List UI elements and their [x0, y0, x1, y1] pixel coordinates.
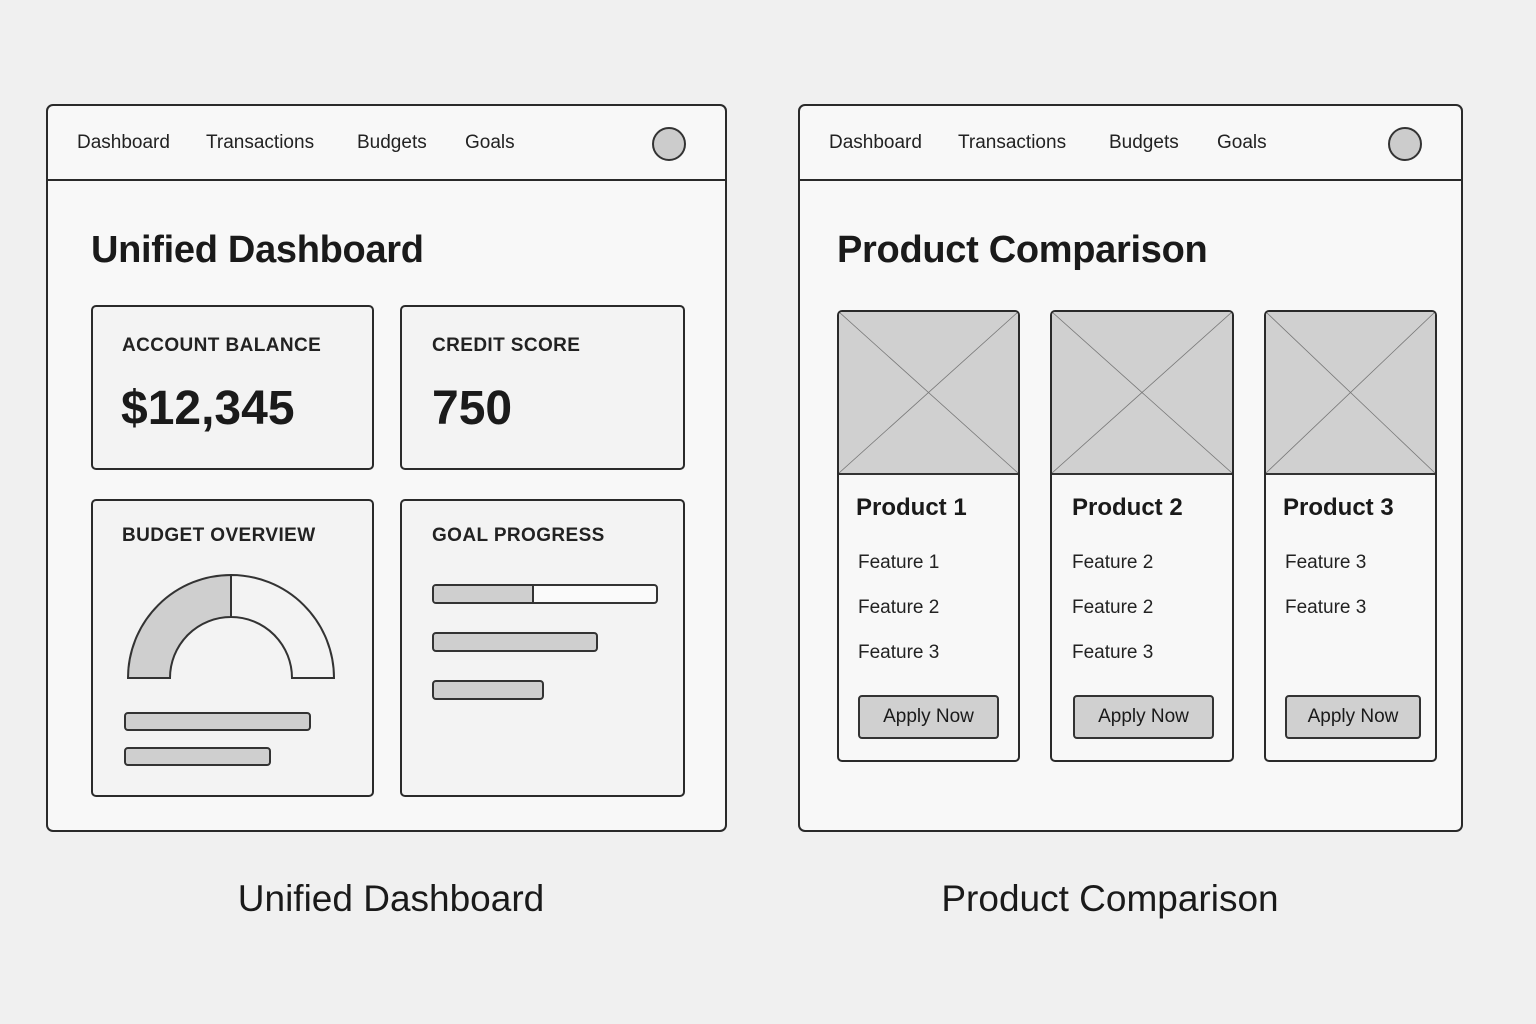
feature-item: Feature 3	[1285, 597, 1367, 618]
credit-score-value: 750	[432, 382, 513, 435]
top-nav: Dashboard Transactions Budgets Goals	[800, 106, 1461, 181]
apply-now-button[interactable]: Apply Now	[1073, 695, 1214, 739]
goal-progress-label: GOAL PROGRESS	[432, 525, 605, 546]
product-name: Product 2	[1072, 494, 1183, 521]
feature-item: Feature 3	[1285, 552, 1367, 573]
page-title: Product Comparison	[837, 229, 1208, 271]
page-title: Unified Dashboard	[91, 229, 424, 271]
goal-progress-bar-2	[432, 632, 598, 652]
goal-progress-fill	[434, 586, 534, 602]
product-card: Product 3 Feature 3 Feature 3 Apply Now	[1264, 310, 1437, 762]
image-placeholder-icon	[839, 312, 1018, 475]
goal-progress-bar-1	[432, 584, 658, 604]
comparison-caption: Product Comparison	[941, 878, 1279, 919]
apply-now-button[interactable]: Apply Now	[1285, 695, 1421, 739]
feature-item: Feature 3	[1072, 642, 1154, 663]
product-name: Product 3	[1283, 494, 1394, 521]
budget-bar-2	[124, 747, 271, 766]
credit-score-label: CREDIT SCORE	[432, 335, 581, 356]
feature-item: Feature 3	[858, 642, 940, 663]
account-balance-card: ACCOUNT BALANCE $12,345	[91, 305, 374, 470]
nav-transactions[interactable]: Transactions	[206, 132, 315, 153]
nav-budgets[interactable]: Budgets	[357, 132, 427, 153]
budget-overview-card: BUDGET OVERVIEW	[91, 499, 374, 797]
account-balance-label: ACCOUNT BALANCE	[122, 335, 322, 356]
half-donut-gauge-icon	[126, 573, 336, 679]
apply-now-button[interactable]: Apply Now	[858, 695, 999, 739]
nav-dashboard[interactable]: Dashboard	[829, 132, 922, 153]
comparison-window: Dashboard Transactions Budgets Goals Pro…	[798, 104, 1463, 832]
feature-item: Feature 1	[858, 552, 940, 573]
feature-item: Feature 2	[1072, 552, 1154, 573]
feature-item: Feature 2	[858, 597, 940, 618]
top-nav: Dashboard Transactions Budgets Goals	[48, 106, 725, 181]
product-card: Product 2 Feature 2 Feature 2 Feature 3 …	[1050, 310, 1234, 762]
credit-score-card: CREDIT SCORE 750	[400, 305, 685, 470]
dashboard-window: Dashboard Transactions Budgets Goals Uni…	[46, 104, 727, 832]
product-name: Product 1	[856, 494, 967, 521]
feature-item: Feature 2	[1072, 597, 1154, 618]
nav-goals[interactable]: Goals	[1217, 132, 1267, 153]
nav-goals[interactable]: Goals	[465, 132, 515, 153]
nav-dashboard[interactable]: Dashboard	[77, 132, 170, 153]
dashboard-caption: Unified Dashboard	[237, 878, 545, 919]
account-balance-value: $12,345	[121, 382, 295, 435]
image-placeholder-icon	[1052, 312, 1232, 475]
goal-progress-bar-3	[432, 680, 544, 700]
image-placeholder-icon	[1266, 312, 1435, 475]
product-card: Product 1 Feature 1 Feature 2 Feature 3 …	[837, 310, 1020, 762]
goal-progress-card: GOAL PROGRESS	[400, 499, 685, 797]
nav-budgets[interactable]: Budgets	[1109, 132, 1179, 153]
user-avatar-icon[interactable]	[1388, 127, 1422, 161]
budget-overview-label: BUDGET OVERVIEW	[122, 525, 316, 546]
budget-bar-1	[124, 712, 311, 731]
user-avatar-icon[interactable]	[652, 127, 686, 161]
nav-transactions[interactable]: Transactions	[958, 132, 1067, 153]
